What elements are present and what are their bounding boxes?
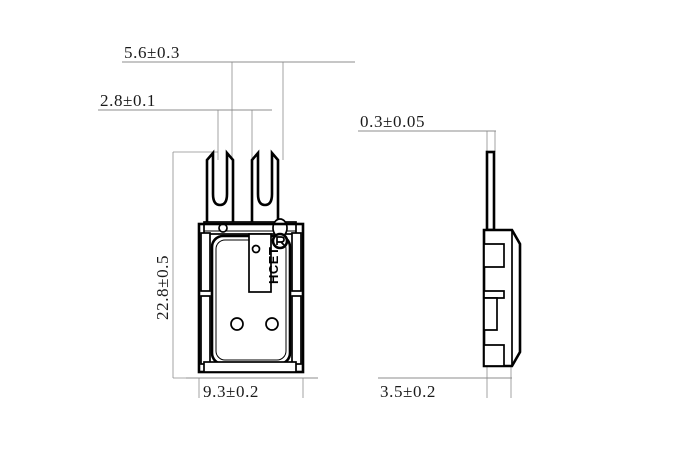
pin-hole-upper	[251, 244, 261, 254]
dim-label-height: 22.8±0.5	[153, 255, 172, 320]
side-view-geometry	[482, 150, 522, 368]
mounting-hole-right	[265, 317, 279, 331]
brand-marking-text: HCET	[266, 247, 281, 284]
side-recess-upper	[483, 243, 505, 268]
registered-mark-circle	[271, 232, 289, 250]
side-blade-profile	[485, 150, 496, 232]
side-recess-lower	[483, 344, 505, 367]
dim-label-body-thickness: 3.5±0.2	[380, 382, 436, 401]
side-recess-middle-top	[483, 290, 505, 299]
registered-mark-glyph	[276, 236, 285, 246]
side-clip-left-lower	[200, 295, 211, 365]
dim-label-prong-gap: 2.8±0.1	[100, 91, 156, 110]
dim-label-blade-thickness: 0.3±0.05	[360, 112, 425, 131]
dim-label-body-width: 9.3±0.2	[203, 382, 259, 401]
side-view-dimension-lines	[358, 130, 512, 398]
dim-label-width-overall: 5.6±0.3	[124, 43, 180, 62]
side-clip-right-lower	[291, 295, 302, 365]
side-clip-right-upper	[291, 232, 302, 292]
front-view-dimension-lines	[98, 61, 355, 398]
mounting-hole-left	[230, 317, 244, 331]
terminal-prong-left	[205, 149, 235, 226]
housing-bottom-rail	[203, 361, 297, 373]
dimension-labels: 5.6±0.3 2.8±0.1 22.8±0.5 9.3±0.2 0.3±0.0…	[100, 43, 436, 401]
side-clip-left-upper	[200, 232, 211, 292]
registered-mark-icon	[271, 232, 289, 250]
side-recess-middle	[483, 297, 498, 331]
terminal-prong-right	[250, 149, 280, 226]
front-view-geometry: HCET	[197, 149, 305, 374]
